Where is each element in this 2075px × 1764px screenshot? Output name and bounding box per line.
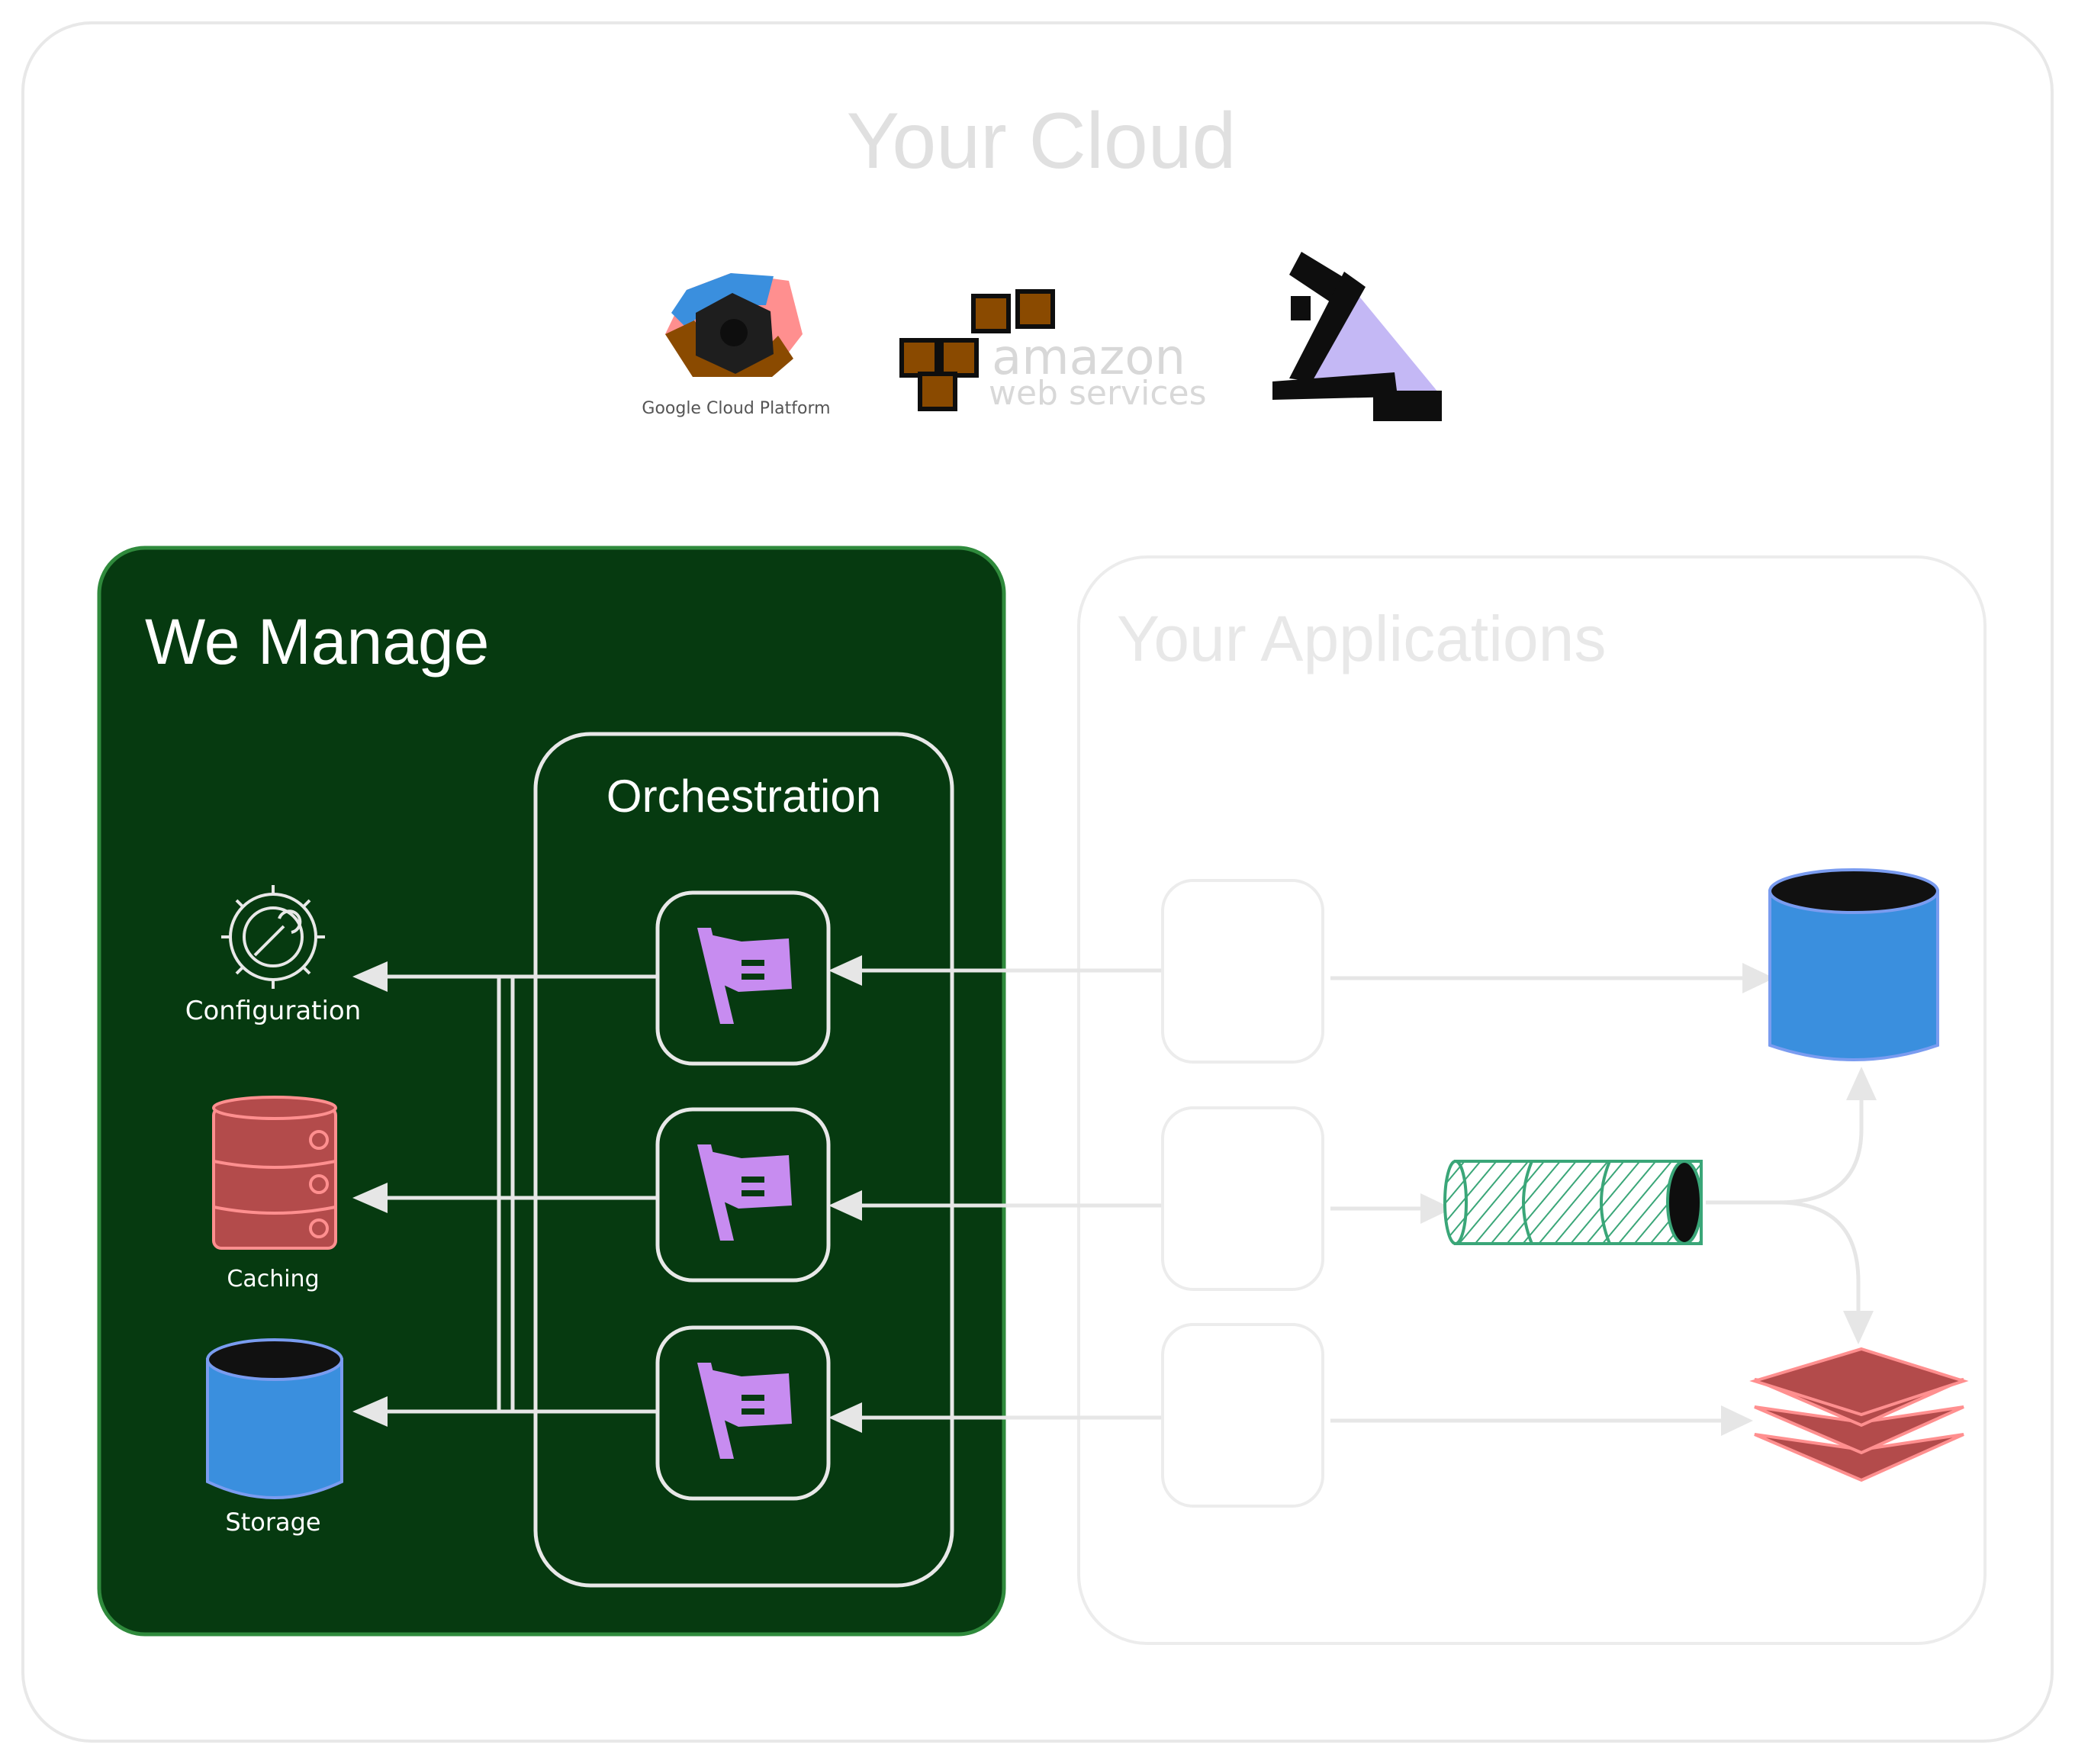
queue-pipe-icon bbox=[1443, 1160, 1703, 1245]
gcp-label: Google Cloud Platform bbox=[642, 399, 830, 418]
application-node bbox=[1161, 1106, 1324, 1291]
storage-cylinder-icon bbox=[206, 1338, 343, 1499]
service-connectors bbox=[375, 974, 658, 1414]
database-stack-icon bbox=[212, 1096, 337, 1250]
application-node bbox=[1161, 1323, 1324, 1508]
caching-label: Caching bbox=[227, 1266, 319, 1292]
application-connectors bbox=[1330, 976, 1864, 1423]
layers-stack-icon bbox=[1749, 1347, 1969, 1482]
worker-node bbox=[655, 890, 831, 1066]
app-to-worker-connectors bbox=[854, 968, 1161, 1420]
configuration-label: Configuration bbox=[185, 996, 362, 1026]
orchestration-container bbox=[533, 732, 954, 1588]
configuration-service: Configuration bbox=[185, 885, 362, 1026]
gcp-logo: Google Cloud Platform bbox=[642, 273, 831, 418]
orchestration-title: Orchestration bbox=[606, 771, 881, 822]
gear-wrench-icon bbox=[221, 885, 325, 989]
your-cloud-title: Your Cloud bbox=[847, 97, 1237, 185]
application-node bbox=[1161, 879, 1324, 1064]
service-arrowheads bbox=[352, 961, 388, 1427]
worker-node bbox=[655, 1107, 831, 1283]
storage-label: Storage bbox=[225, 1508, 320, 1537]
your-applications-title: Your Applications bbox=[1117, 603, 1606, 674]
caching-service: Caching bbox=[212, 1096, 337, 1292]
third-cloud-logo bbox=[1272, 252, 1442, 421]
application-arrowheads bbox=[1420, 963, 1877, 1436]
app-storage-cylinder-icon bbox=[1768, 868, 1939, 1061]
we-manage-title: We Manage bbox=[145, 606, 489, 678]
worker-arrowheads bbox=[828, 955, 862, 1433]
aws-logo: amazon web services bbox=[899, 289, 1207, 413]
aws-label-line2: web services bbox=[989, 374, 1207, 413]
storage-service: Storage bbox=[206, 1338, 343, 1537]
aws-label-line1: amazon bbox=[992, 330, 1185, 386]
worker-node bbox=[655, 1325, 831, 1501]
your-applications-container bbox=[1077, 555, 1987, 1645]
